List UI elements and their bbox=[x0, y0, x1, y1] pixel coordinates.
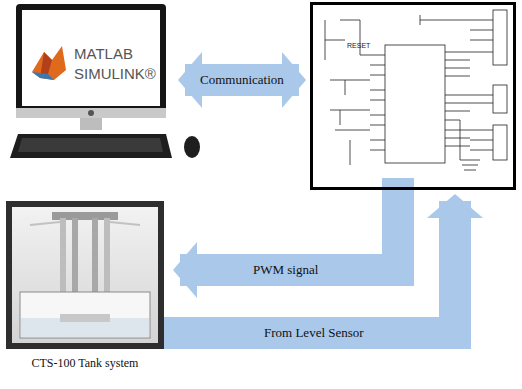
matlab-logo-base bbox=[32, 72, 54, 80]
connector-header bbox=[493, 10, 507, 65]
reservoir-box bbox=[20, 292, 150, 338]
connector-header bbox=[493, 125, 507, 160]
controller-board: RESET bbox=[310, 2, 516, 190]
arrow-label: Communication bbox=[197, 72, 287, 88]
keyboard bbox=[10, 134, 172, 158]
chip-pins-left bbox=[370, 55, 385, 150]
monitor-stand bbox=[80, 118, 102, 130]
tank-column bbox=[104, 218, 110, 298]
keyboard-keys bbox=[18, 138, 163, 152]
software-logo-text: MATLAB SIMULINK® bbox=[74, 44, 170, 84]
pin-name: RESET bbox=[347, 42, 387, 50]
block-arrow bbox=[173, 194, 398, 298]
chip-pins-right bbox=[445, 52, 470, 146]
schematic-wires bbox=[325, 20, 370, 165]
tank-column bbox=[60, 218, 66, 298]
computer-monitor: MATLAB SIMULINK® bbox=[16, 4, 174, 116]
brand-logo bbox=[88, 110, 94, 116]
arrow-label: From Level Sensor bbox=[261, 325, 367, 341]
matlab-logo bbox=[32, 46, 66, 80]
microcontroller-chip bbox=[385, 45, 445, 163]
arrow-shaft bbox=[173, 217, 455, 333]
tank-column bbox=[92, 218, 98, 298]
connector-header bbox=[493, 85, 507, 113]
arrow-head bbox=[173, 242, 197, 298]
arrow-head bbox=[427, 194, 483, 218]
photo-caption: CTS-100 Tank system bbox=[5, 356, 165, 371]
arrow-label: PWM signal bbox=[250, 262, 321, 278]
tank-plate bbox=[60, 314, 110, 322]
power-rail bbox=[420, 15, 470, 25]
block-arrow bbox=[178, 52, 306, 108]
tank-photo: CTS-100 Tank system bbox=[5, 200, 169, 378]
block-arrow bbox=[173, 194, 483, 333]
monitor-chin bbox=[16, 108, 166, 118]
arrow-shaft bbox=[196, 194, 398, 270]
photo-frame bbox=[6, 201, 164, 349]
tank-column bbox=[72, 218, 78, 298]
photo-background bbox=[12, 207, 158, 343]
tank-tubes bbox=[30, 222, 140, 225]
mouse bbox=[184, 136, 200, 158]
header-wires bbox=[470, 20, 493, 150]
ground-symbol bbox=[445, 120, 480, 170]
